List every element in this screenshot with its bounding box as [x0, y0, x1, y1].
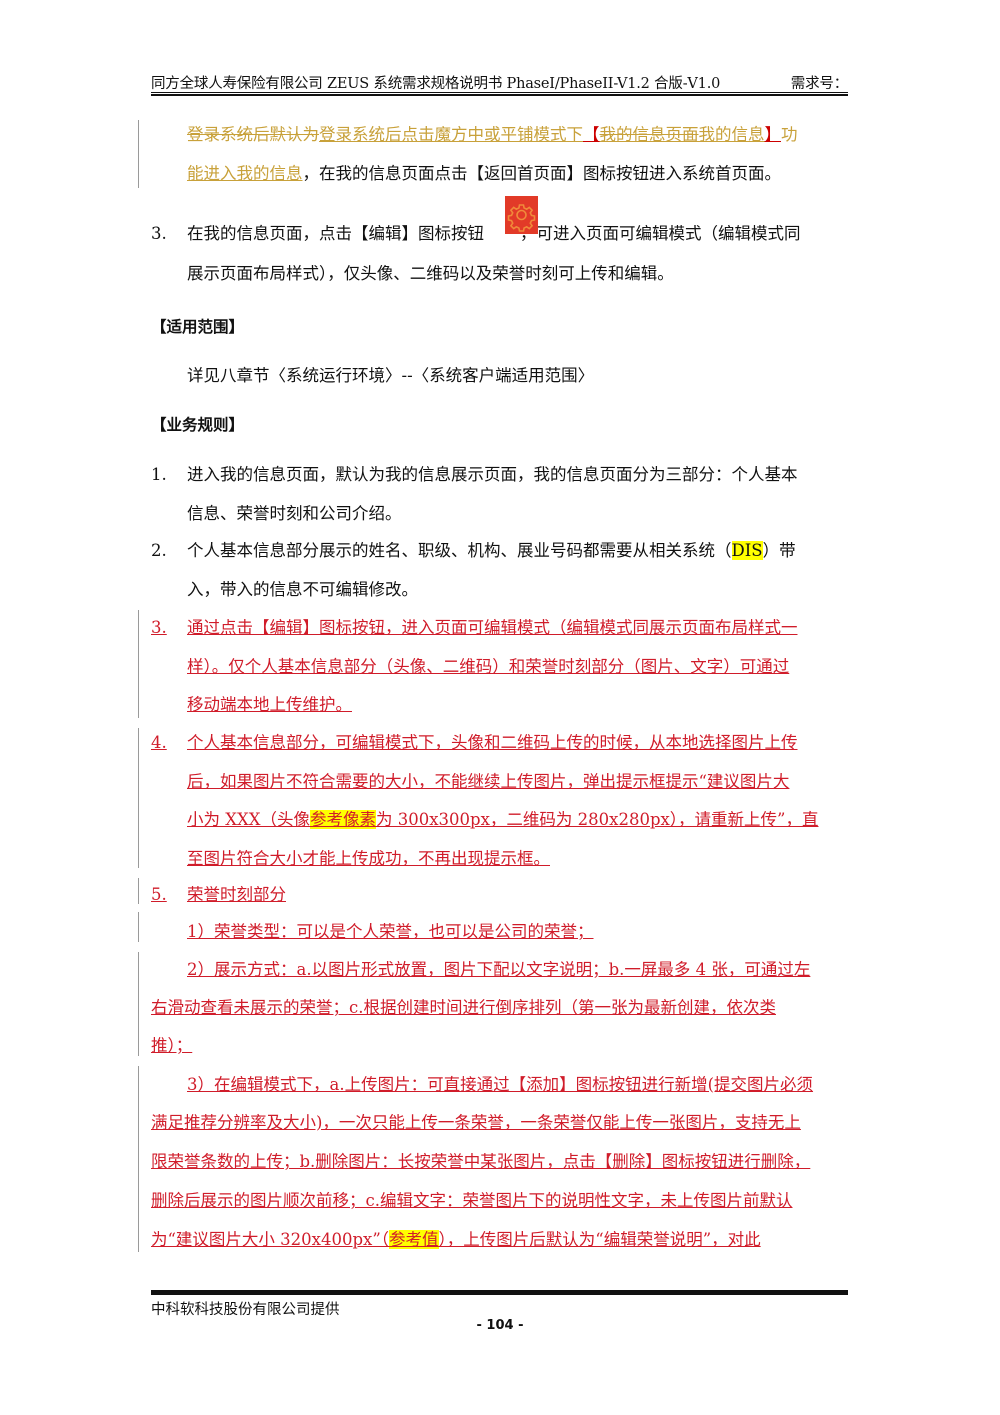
deleted-text: 登录系统后默认为: [187, 125, 319, 144]
body-text: ，可进入页面可编辑模式（编辑模式同: [520, 224, 801, 243]
bracket-close: 】: [764, 125, 782, 144]
inserted-text: 我的信息: [698, 125, 765, 144]
change-bar: [138, 610, 139, 718]
rule5-sub3-line-1: 3）在编辑模式下，a.上传图片：可直接通过【添加】图标按钮进行新增(提交图片必须: [187, 1075, 814, 1094]
change-bar: [138, 952, 139, 1056]
rule5-sub3-line-4: 删除后展示的图片顺次前移；c.编辑文字：荣誉图片下的说明性文字，未上传图片前默认: [151, 1191, 793, 1210]
section-heading-scope: 【适用范围】: [151, 318, 245, 336]
rule5-sub3-line-3: 限荣誉条数的上传；b.删除图片：长按荣誉中某张图片，点击【删除】图标按钮进行删除…: [151, 1152, 811, 1171]
deleted-text: 我的信息页面: [599, 125, 699, 144]
header-rule: [151, 92, 848, 96]
highlighted-text: DIS: [731, 541, 763, 560]
rule3-line-1: 通过点击【编辑】图标按钮，进入页面可编辑模式（编辑模式同展示页面布局样式一: [187, 618, 798, 637]
rule3-line-2: 样）。仅个人基本信息部分（头像、二维码）和荣誉时刻部分（图片、文字）可通过: [187, 657, 790, 676]
body-text: 小为 XXX（头像: [187, 810, 310, 829]
change-bar: [138, 912, 139, 942]
change-bar: [138, 1066, 139, 1252]
intro-line-2: 能进入我的信息，在我的信息页面点击【返回首页面】图标按钮进入系统首页面。: [187, 164, 781, 184]
gear-icon: [505, 196, 538, 234]
scope-text: 详见八章节〈系统运行环境〉--〈系统客户端适用范围〉: [187, 366, 595, 385]
rule5-title: 荣誉时刻部分: [187, 885, 286, 904]
list-number: 3.: [151, 618, 167, 637]
page-number: - 104 -: [476, 1318, 524, 1333]
item3-line-1: 在我的信息页面，点击【编辑】图标按钮 ，可进入页面可编辑模式（编辑模式同: [187, 224, 801, 244]
rule5-sub3-line-2: 满足推荐分辨率及大小)，一次只能上传一条荣誉，一条荣誉仅能上传一张图片，支持无上: [151, 1113, 801, 1132]
rule5-sub2-line-1: 2）展示方式：a.以图片形式放置，图片下配以文字说明；b.一屏最多 4 张，可通…: [187, 960, 811, 979]
rule2-line-1: 个人基本信息部分展示的姓名、职级、机构、展业号码都需要从相关系统（DIS）带: [187, 541, 796, 561]
section-heading-rules: 【业务规则】: [151, 416, 245, 434]
rule1-line-1: 进入我的信息页面，默认为我的信息展示页面，我的信息页面分为三部分：个人基本: [187, 465, 798, 484]
header-requirement-label: 需求号：: [790, 76, 848, 92]
intro-line-1: 登录系统后默认为登录系统后点击魔方中或平铺模式下【我的信息页面我的信息】功: [187, 125, 798, 145]
list-number: 2.: [151, 541, 167, 560]
list-number: 1.: [151, 465, 167, 484]
body-text: 为 300x300px，二维码为 280x280px），请重新上传”，直: [376, 810, 819, 829]
rule5-sub2-line-3: 推）；: [151, 1036, 193, 1055]
rule4-line-2: 后，如果图片不符合需要的大小，不能继续上传图片，弹出提示框提示“建议图片大: [187, 772, 790, 791]
list-number: 4.: [151, 733, 167, 752]
inserted-text: 功: [781, 125, 798, 144]
rule4-line-1: 个人基本信息部分，可编辑模式下，头像和二维码上传的时候，从本地选择图片上传: [187, 733, 798, 752]
highlighted-text: 参考值: [389, 1230, 439, 1249]
footer-company: 中科软科技股份有限公司提供: [151, 1302, 340, 1318]
body-text: 在我的信息页面，点击【编辑】图标按钮: [187, 224, 484, 243]
rule2-line-2: 入，带入的信息不可编辑修改。: [187, 580, 418, 599]
list-number: 3.: [151, 224, 167, 243]
rule3-line-3: 移动端本地上传维护。: [187, 695, 352, 714]
body-text: 为“建议图片大小 320x400px”（: [151, 1230, 390, 1249]
change-bar: [138, 120, 139, 188]
item3-line-2: 展示页面布局样式），仅头像、二维码以及荣誉时刻可上传和编辑。: [187, 264, 674, 283]
body-text: ），上传图片后默认为“编辑荣誉说明”，对此: [438, 1230, 761, 1249]
rule1-line-2: 信息、荣誉时刻和公司介绍。: [187, 504, 402, 523]
bracket-open: 【: [583, 125, 600, 144]
highlighted-text: 参考像素: [310, 810, 376, 829]
body-text: ）带: [762, 541, 796, 560]
inserted-text: 能进入我的信息: [187, 164, 303, 183]
rule4-line-3: 小为 XXX（头像参考像素为 300x300px，二维码为 280x280px）…: [187, 810, 819, 830]
list-number: 5.: [151, 885, 167, 904]
inserted-text: 登录系统后点击魔方中或平铺模式下: [319, 125, 583, 144]
body-text: 个人基本信息部分展示的姓名、职级、机构、展业号码都需要从相关系统（: [187, 541, 732, 560]
header-title: 同方全球人寿保险有限公司 ZEUS 系统需求规格说明书 PhaseI/Phase…: [151, 76, 721, 92]
body-text: ，在我的信息页面点击【返回首页面】图标按钮进入系统首页面。: [302, 164, 782, 183]
rule4-line-4: 至图片符合大小才能上传成功，不再出现提示框。: [187, 849, 550, 868]
change-bar: [138, 728, 139, 868]
change-bar: [138, 878, 139, 904]
rule5-sub1: 1）荣誉类型：可以是个人荣誉，也可以是公司的荣誉；: [187, 922, 594, 941]
footer-rule: [151, 1290, 848, 1295]
rule5-sub3-line-5: 为“建议图片大小 320x400px”（参考值），上传图片后默认为“编辑荣誉说明…: [151, 1230, 761, 1250]
rule5-sub2-line-2: 右滑动查看未展示的荣誉；c.根据创建时间进行倒序排列（第一张为最新创建，依次类: [151, 998, 776, 1017]
